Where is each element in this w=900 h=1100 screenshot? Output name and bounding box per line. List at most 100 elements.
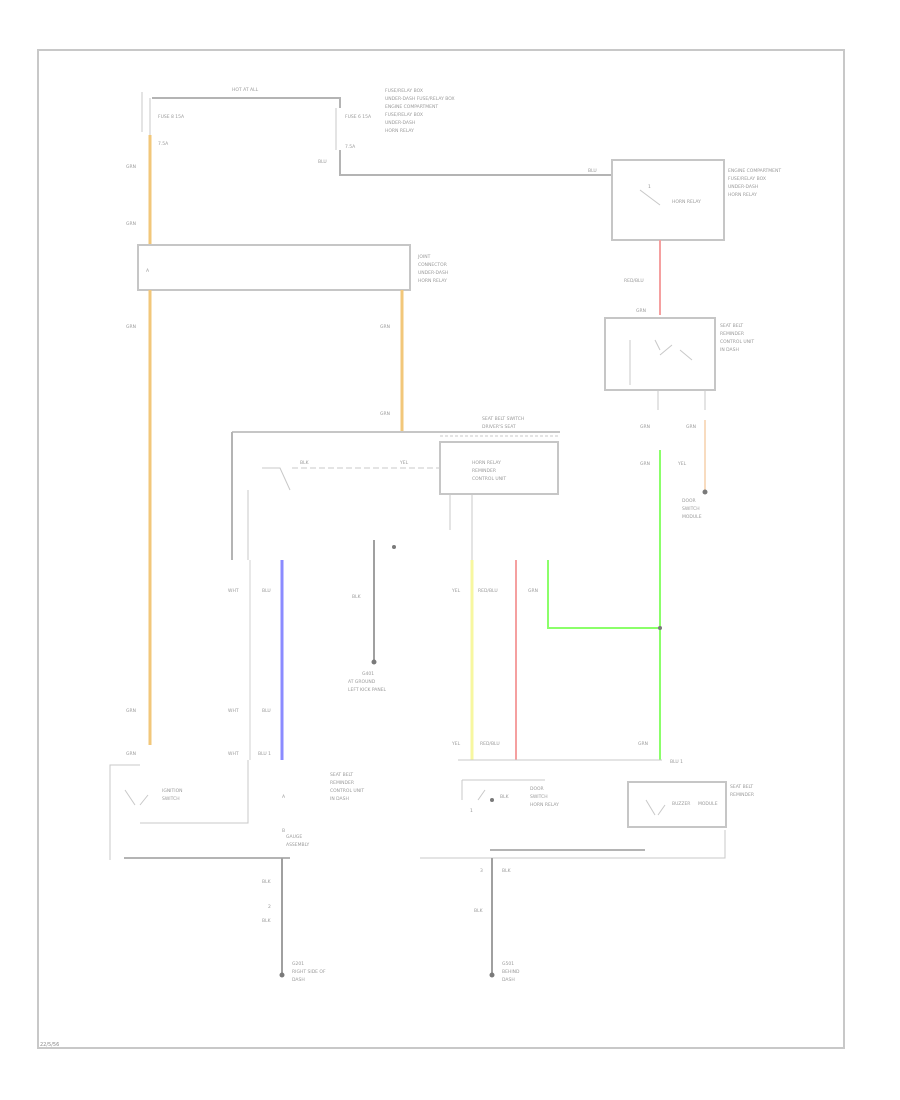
seatbelt-relay-desc: REMINDER <box>720 331 744 337</box>
ignition-switch-contact <box>124 789 149 806</box>
door-sw-l3: HORN RELAY <box>530 802 559 808</box>
grn-label-1: GRN <box>126 164 136 170</box>
grn-label-low-r: GRN <box>638 741 648 747</box>
wht-label-low: WHT <box>228 708 239 714</box>
cluster-title: GAUGE <box>286 834 302 840</box>
cluster-pin-b: B <box>282 828 285 834</box>
diagram-frame <box>37 49 845 1049</box>
joint-desc: CONNECTOR <box>418 262 447 268</box>
gnd-left-pin: 2 <box>268 904 271 910</box>
grn-label-mid: GRN <box>380 324 390 330</box>
gnd-right-desc: BEHIND <box>502 969 520 975</box>
switch-inner-desc: REMINDER <box>472 468 496 474</box>
door-sw-l1: DOOR <box>530 786 544 792</box>
green-junction <box>658 626 662 630</box>
redblu-label-low: RED/BLU <box>480 741 500 747</box>
fuse-block-desc4: UNDER-DASH <box>385 120 415 126</box>
yel-label-low: YEL <box>451 741 461 747</box>
door-sw-desc2: MODULE <box>682 514 702 520</box>
cluster-side-desc: REMINDER <box>330 780 354 786</box>
fuse-block-desc3: FUSE/RELAY BOX <box>385 112 423 118</box>
gnd-left-note: DASH <box>292 977 305 983</box>
switch-contact <box>262 467 291 491</box>
cluster-side-loc: IN DASH <box>330 796 349 802</box>
joint-connector <box>137 244 411 291</box>
switch-block-inner <box>439 441 559 495</box>
gnd-right-pin: 3 <box>480 868 483 874</box>
gnd-right-blk2: BLK <box>474 908 484 914</box>
wht-label-low2: WHT <box>228 751 239 757</box>
fuse-mid-num: 7.5A <box>345 144 356 150</box>
grn-label-l: GRN <box>528 588 538 594</box>
yel-label-r: YEL <box>677 461 687 467</box>
fuse-block-desc: UNDER-DASH FUSE/RELAY BOX <box>385 96 455 102</box>
ignition-desc: SWITCH <box>162 796 180 802</box>
redblu-label: RED/BLU <box>624 278 644 284</box>
bottom-bus-right <box>420 830 726 859</box>
relay-box-title: ENGINE COMPARTMENT <box>728 168 781 174</box>
gnd-right-note: DASH <box>502 977 515 983</box>
gnd-right-blk: BLK <box>502 868 512 874</box>
fuse-block-desc5: HORN RELAY <box>385 128 414 134</box>
buzzer-desc: MODULE <box>698 801 718 807</box>
gnd-left-dot <box>279 972 285 978</box>
grn-label-5: GRN <box>636 308 646 314</box>
door-sw-desc: SWITCH <box>682 506 700 512</box>
switch-block-title: SEAT BELT SWITCH <box>482 416 524 422</box>
seatbelt-relay-loc: IN DASH <box>720 347 739 353</box>
relay-box-pin: 1 <box>648 184 651 190</box>
top-bus-wire <box>152 97 341 108</box>
grn-label-2: GRN <box>126 221 136 227</box>
relay-box-desc2: UNDER-DASH <box>728 184 758 190</box>
grn-label-mid2: GRN <box>380 411 390 417</box>
redblu-label-l: RED/BLU <box>478 588 498 594</box>
buzzer-title2: REMINDER <box>730 792 754 798</box>
gnd-left-blk1: BLK <box>262 879 272 885</box>
yel-label-l: YEL <box>451 588 461 594</box>
blu-to-relay-wire <box>339 150 612 176</box>
blu-label-low: BLU <box>262 708 271 714</box>
switch-blk-label: BLK <box>300 460 310 466</box>
buzzer-label: BUZZER <box>672 801 690 807</box>
blu-label-low2: BLU 1 <box>258 751 271 757</box>
fuse-left-num: 7.5A <box>158 141 169 147</box>
relay-box-coil-label: HORN RELAY <box>672 199 701 205</box>
cluster-pin-a: A <box>282 794 286 800</box>
gnd-left-blk2: BLK <box>262 918 272 924</box>
top-bus-label: HOT AT ALL <box>232 87 259 93</box>
joint-title: JOINT <box>417 254 431 260</box>
relay-box <box>611 159 725 241</box>
joint-note: UNDER-DASH <box>418 270 448 276</box>
cluster-side-title: SEAT BELT <box>330 772 353 778</box>
green-wire-branch <box>547 560 660 629</box>
g401-title: G401 <box>362 671 374 677</box>
gnd-right-dot <box>489 972 495 978</box>
blu-relay-label: BLU <box>588 168 597 174</box>
relay-box-desc3: HORN RELAY <box>728 192 757 198</box>
seatbelt-relay-title: SEAT BELT <box>720 323 743 329</box>
g401-ground <box>371 659 377 665</box>
switch-inner-note: CONTROL UNIT <box>472 476 506 482</box>
blu-mid-label: BLU <box>318 159 327 165</box>
wht-label: WHT <box>228 588 239 594</box>
grn-label-low-l2: GRN <box>126 751 136 757</box>
door-sw-pin: 1 <box>470 808 473 814</box>
fuse-mid-label: FUSE 6 15A <box>345 114 372 120</box>
g401-wire-label: BLK <box>352 594 362 600</box>
g401-note: LEFT KICK PANEL <box>348 687 387 693</box>
relay-box-desc: FUSE/RELAY BOX <box>728 176 766 182</box>
seatbelt-relay-box <box>604 317 716 391</box>
switch-inner-title: HORN RELAY <box>472 460 501 466</box>
door-switch-dot <box>490 798 494 802</box>
fuse-block-note: FUSE/RELAY BOX <box>385 88 423 94</box>
g401-dot <box>392 545 396 549</box>
seatbelt-relay-note: CONTROL UNIT <box>720 339 754 345</box>
relay-contact-3 <box>679 349 693 361</box>
footer-code: 22/5/56 <box>40 1042 59 1048</box>
ignition-switch-box <box>109 760 249 860</box>
blu-label-low-r: BLU 1 <box>670 759 683 765</box>
buzzer-contact <box>645 799 666 816</box>
grn-label-low-l: GRN <box>126 708 136 714</box>
buzzer-title: SEAT BELT <box>730 784 753 790</box>
